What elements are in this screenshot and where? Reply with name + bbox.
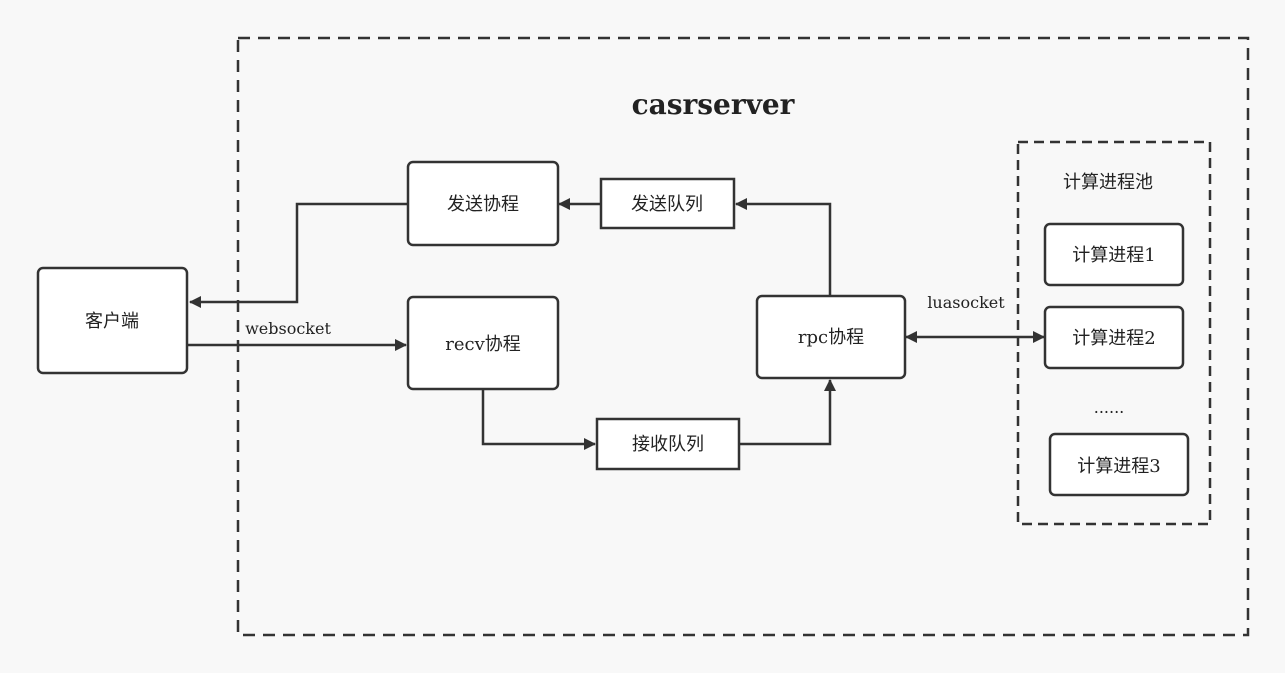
compute-pool-title: 计算进程池 xyxy=(1063,172,1153,193)
recv-queue-label: 接收队列 xyxy=(632,434,704,455)
compute-process-1-node[interactable]: 计算进程1 xyxy=(1043,222,1185,287)
compute-process-2-node[interactable]: 计算进程2 xyxy=(1043,305,1185,370)
send-coroutine-node[interactable]: 发送协程 xyxy=(406,160,560,247)
rpc-coroutine-label: rpc协程 xyxy=(798,327,864,348)
compute-pool-boundary xyxy=(1016,140,1212,526)
compute-process-1-label: 计算进程1 xyxy=(1072,245,1155,266)
websocket-label: websocket xyxy=(245,319,331,338)
recv-coroutine-node[interactable]: recv协程 xyxy=(406,295,560,391)
server-title: casrserver xyxy=(632,88,796,121)
pool-ellipsis: ...... xyxy=(1094,398,1125,417)
recv-coroutine-label: recv协程 xyxy=(445,334,521,355)
client-node[interactable]: 客户端 xyxy=(36,266,189,375)
send-queue-node[interactable]: 发送队列 xyxy=(599,177,736,230)
edge-queue-to-rpc xyxy=(739,379,836,446)
send-queue-label: 发送队列 xyxy=(631,194,703,215)
client-label: 客户端 xyxy=(85,311,139,332)
luasocket-label: luasocket xyxy=(927,293,1005,312)
casrserver-boundary xyxy=(236,36,1250,637)
send-coroutine-label: 发送协程 xyxy=(447,194,519,215)
compute-process-2-label: 计算进程2 xyxy=(1072,328,1155,349)
compute-process-3-node[interactable]: 计算进程3 xyxy=(1048,432,1190,497)
rpc-coroutine-node[interactable]: rpc协程 xyxy=(755,294,907,380)
edge-rpc-to-sendqueue xyxy=(735,198,832,296)
edge-recv-to-queue xyxy=(481,389,596,450)
recv-queue-node[interactable]: 接收队列 xyxy=(595,417,741,471)
edge-send-to-client xyxy=(189,202,407,308)
compute-process-3-label: 计算进程3 xyxy=(1077,456,1160,477)
